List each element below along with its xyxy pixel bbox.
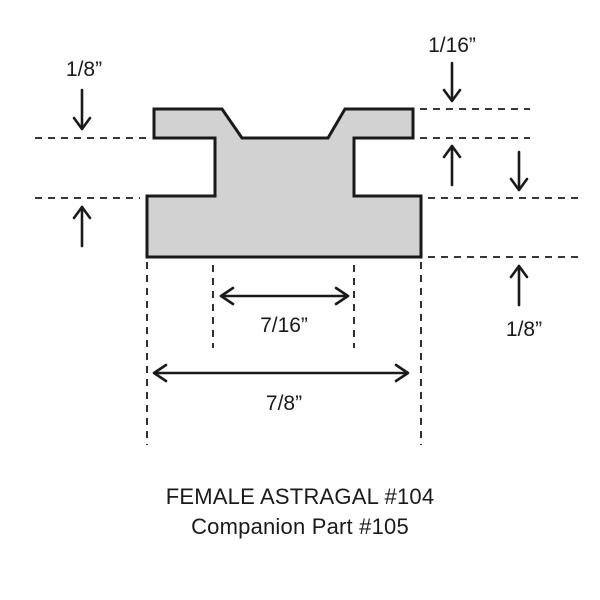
left-height-dimension: 1/8” bbox=[35, 58, 150, 248]
right-top-up-arrow bbox=[442, 144, 462, 187]
right-top-height-label: 1/16” bbox=[428, 34, 476, 57]
astragal-profile-shape bbox=[145, 107, 423, 259]
right-top-down-arrow bbox=[442, 61, 462, 103]
diagram-subtitle: Companion Part #105 bbox=[191, 514, 409, 539]
overall-width-label: 7/8” bbox=[266, 392, 302, 415]
inner-width-dimension: 7/16” bbox=[219, 286, 350, 337]
diagram-title: FEMALE ASTRAGAL #104 bbox=[165, 484, 435, 509]
right-top-height-dimension: 1/16” bbox=[420, 34, 530, 187]
right-bottom-down-arrow bbox=[509, 150, 529, 192]
overall-width-dimension: 7/8” bbox=[152, 363, 410, 415]
left-down-arrow bbox=[72, 88, 92, 131]
left-up-arrow bbox=[72, 205, 92, 248]
right-bottom-up-arrow bbox=[509, 264, 529, 307]
inner-width-label: 7/16” bbox=[260, 314, 308, 337]
left-height-label: 1/8” bbox=[66, 58, 102, 81]
right-bottom-height-dimension: 1/8” bbox=[428, 150, 578, 341]
right-bottom-height-label: 1/8” bbox=[506, 318, 542, 341]
